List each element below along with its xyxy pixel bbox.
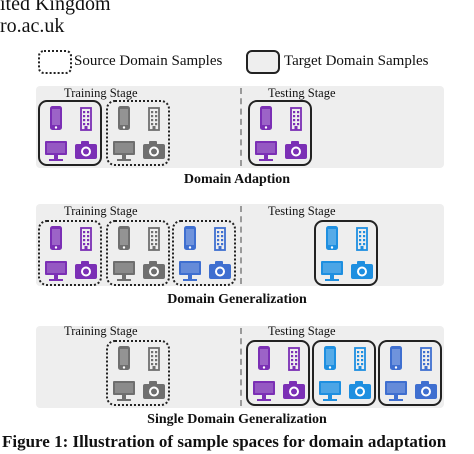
- training-stage-label: Training Stage: [64, 324, 138, 338]
- building-icon: [206, 224, 234, 252]
- computer-icon: [318, 256, 346, 284]
- legend-source-swatch: [38, 50, 72, 74]
- target-group: [38, 100, 102, 166]
- target-group: [378, 340, 442, 406]
- computer-icon: [252, 136, 280, 164]
- computer-icon: [110, 376, 138, 404]
- source-group: [38, 220, 102, 286]
- training-stage-label: Training Stage: [64, 86, 138, 100]
- phone-icon: [250, 344, 278, 372]
- stage-divider: [240, 328, 242, 406]
- building-icon: [72, 224, 100, 252]
- phone-icon: [110, 104, 138, 132]
- camera-icon: [72, 256, 100, 284]
- single-domain-generalization-caption: Single Domain Generalization: [147, 412, 327, 427]
- legend-target-swatch: [246, 50, 280, 74]
- camera-icon: [140, 136, 168, 164]
- affiliation-country: ited Kingdom: [0, 0, 111, 15]
- phone-icon: [42, 104, 70, 132]
- camera-icon: [348, 256, 376, 284]
- domain-generalization-caption: Domain Generalization: [167, 292, 307, 307]
- building-icon: [348, 224, 376, 252]
- target-group: [248, 100, 312, 166]
- building-icon: [282, 104, 310, 132]
- affiliation-email: ro.ac.uk: [0, 15, 65, 37]
- figure-caption: Figure 1: Illustration of sample spaces …: [2, 432, 447, 451]
- legend-source-label: Source Domain Samples: [74, 53, 223, 69]
- camera-icon: [140, 256, 168, 284]
- phone-icon: [110, 224, 138, 252]
- computer-icon: [316, 376, 344, 404]
- computer-icon: [42, 136, 70, 164]
- source-group: [172, 220, 236, 286]
- stage-divider: [240, 88, 242, 166]
- phone-icon: [176, 224, 204, 252]
- building-icon: [346, 344, 374, 372]
- computer-icon: [110, 256, 138, 284]
- phone-icon: [42, 224, 70, 252]
- target-group: [246, 340, 310, 406]
- legend-target-label: Target Domain Samples: [284, 53, 429, 69]
- source-group: [106, 100, 170, 166]
- phone-icon: [110, 344, 138, 372]
- testing-stage-label: Testing Stage: [268, 324, 336, 338]
- phone-icon: [252, 104, 280, 132]
- training-stage-label: Training Stage: [64, 204, 138, 218]
- testing-stage-label: Testing Stage: [268, 86, 336, 100]
- target-group: [314, 220, 378, 286]
- computer-icon: [382, 376, 410, 404]
- phone-icon: [382, 344, 410, 372]
- computer-icon: [250, 376, 278, 404]
- phone-icon: [318, 224, 346, 252]
- camera-icon: [282, 136, 310, 164]
- target-group: [312, 340, 376, 406]
- camera-icon: [72, 136, 100, 164]
- building-icon: [140, 224, 168, 252]
- source-group: [106, 340, 170, 406]
- camera-icon: [280, 376, 308, 404]
- camera-icon: [206, 256, 234, 284]
- camera-icon: [346, 376, 374, 404]
- domain-adaption-caption: Domain Adaption: [183, 172, 291, 187]
- camera-icon: [140, 376, 168, 404]
- phone-icon: [316, 344, 344, 372]
- building-icon: [140, 344, 168, 372]
- stage-divider: [240, 206, 242, 284]
- building-icon: [72, 104, 100, 132]
- testing-stage-label: Testing Stage: [268, 204, 336, 218]
- camera-icon: [412, 376, 440, 404]
- source-group: [106, 220, 170, 286]
- computer-icon: [42, 256, 70, 284]
- building-icon: [140, 104, 168, 132]
- building-icon: [412, 344, 440, 372]
- computer-icon: [176, 256, 204, 284]
- computer-icon: [110, 136, 138, 164]
- building-icon: [280, 344, 308, 372]
